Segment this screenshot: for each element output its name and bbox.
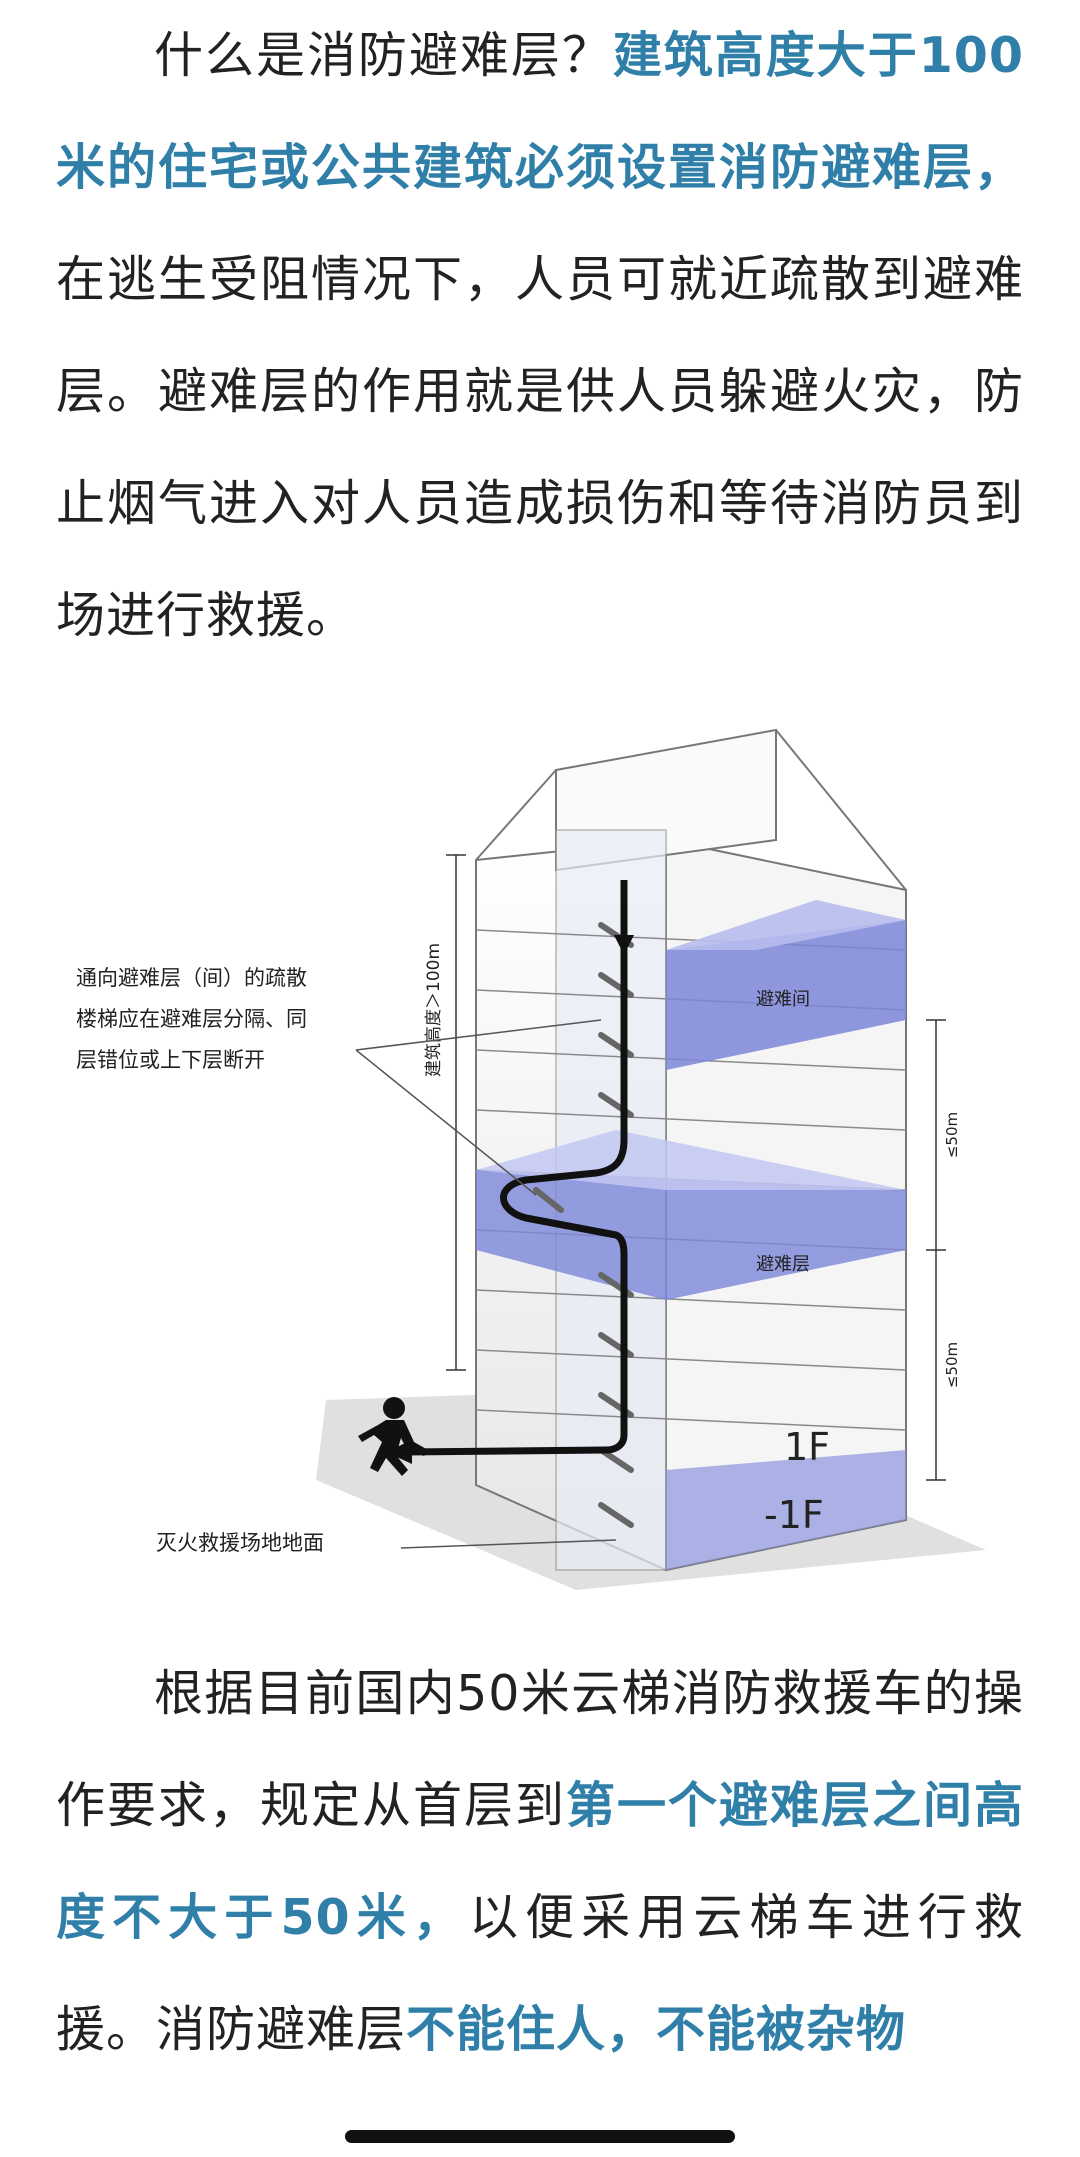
- intro-text: 什么是消防避难层？建筑高度大于100米的住宅或公共建筑必须设置消防避难层， 在逃生…: [56, 0, 1024, 672]
- height-label: 建筑高度＞100m: [424, 943, 444, 1077]
- running-person-icon: [358, 1397, 428, 1476]
- requirement-highlight: 建筑高度大于100米的住宅或公共建筑必须设置消防避难层，: [56, 27, 1024, 196]
- refuge-floor-block: [476, 1170, 906, 1300]
- usage-restriction-highlight: 不能住人，不能被杂物: [406, 2001, 907, 2058]
- distance-dimensions: [926, 1019, 946, 1481]
- rule-body-text: 以便采用云梯车进行救援。消防避难层: [56, 1889, 1024, 2058]
- floor-1f-label: 1F: [784, 1425, 830, 1469]
- intro-paragraph: 什么是消防避难层？建筑高度大于100米的住宅或公共建筑必须设置消防避难层， 在逃生…: [56, 0, 1024, 672]
- refuge-floor-label: 避难层: [756, 1254, 810, 1275]
- down-arrow: [614, 935, 634, 955]
- evacuation-path: [405, 880, 628, 1456]
- callout-line-2: 楼梯应在避难层分隔、同: [76, 1007, 307, 1031]
- question-text: 什么是消防避难层？: [154, 27, 613, 84]
- ground-label: 灭火救援场地地面: [156, 1531, 324, 1555]
- height-dimension: [446, 854, 466, 1371]
- basement-block: [666, 1450, 906, 1570]
- dist-lower-label: ≤50m: [943, 1342, 961, 1388]
- rule-intro-text: 根据目前国内50米云梯消防救援车的操作要求，规定从首层到: [56, 1665, 1024, 1834]
- intro-body-text: 在逃生受阻情况下，人员可就近疏散到避难层。避难层的作用就是供人员躲避火灾，防止烟…: [56, 251, 1024, 644]
- callout-line-3: 层错位或上下层断开: [76, 1048, 265, 1072]
- rule-text: 根据目前国内50米云梯消防救援车的操作要求，规定从首层到第一个避难层之间高度不大…: [56, 1638, 1024, 2086]
- callout-text: 通向避难层（间）的疏散 楼梯应在避难层分隔、同 层错位或上下层断开: [76, 966, 307, 1072]
- dist-upper-label: ≤50m: [943, 1112, 961, 1158]
- refuge-floor-diagram: 建筑高度＞100m ≤50m ≤50m 避难间 避难层 1F -1F 通向避难层…: [56, 690, 1024, 1610]
- rule-paragraph: 根据目前国内50米云梯消防救援车的操作要求，规定从首层到第一个避难层之间高度不大…: [56, 1638, 1024, 2086]
- floor-b1-label: -1F: [764, 1493, 824, 1537]
- refuge-room-label: 避难间: [756, 989, 810, 1010]
- callout-line-1: 通向避难层（间）的疏散: [76, 966, 307, 990]
- refuge-room-block: [666, 920, 906, 1070]
- callout-leaders: [355, 1019, 602, 1196]
- home-indicator[interactable]: [345, 2130, 735, 2143]
- height-limit-highlight: 第一个避难层之间高度不大于50米，: [56, 1777, 1024, 1946]
